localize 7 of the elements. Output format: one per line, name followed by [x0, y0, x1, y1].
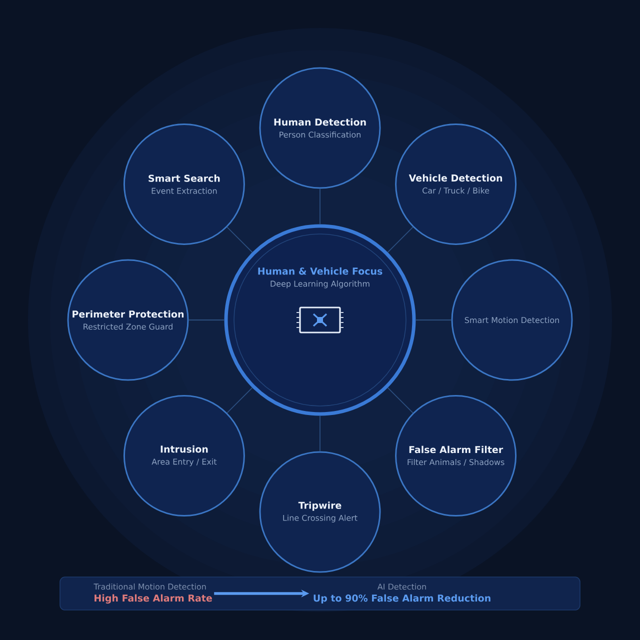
connector-line — [226, 387, 253, 414]
connector-line — [226, 226, 253, 253]
summary-band — [60, 576, 580, 610]
comparison-text: Traditional Motion Detection High False Alarm Rate — [94, 583, 212, 604]
comparison-text: AI Detection Up to 90% False Alarm Reduction — [314, 584, 490, 604]
connector-line — [387, 387, 414, 414]
connector-line — [387, 226, 414, 253]
